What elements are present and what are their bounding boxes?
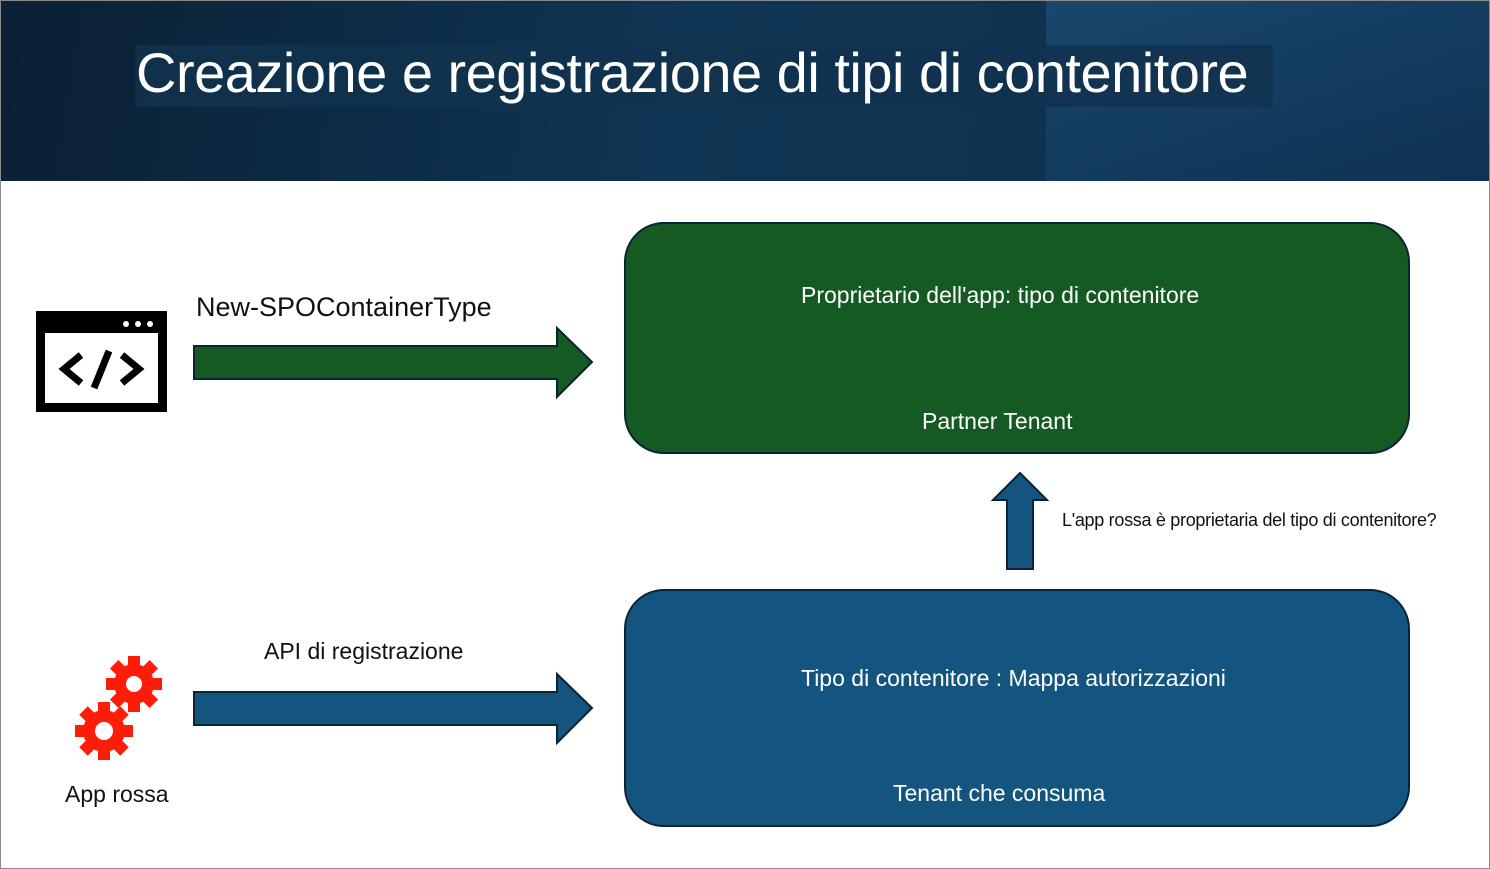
gears-icon [75, 656, 162, 760]
permission-map-box: Tipo di contenitore : Mappa autorizzazio… [624, 589, 1410, 827]
app-label: App rossa [65, 781, 169, 807]
blue-arrow-right [193, 671, 594, 746]
bottom-arrow-label: API di registrazione [264, 638, 464, 664]
green-arrow-right [193, 325, 594, 400]
page-title: Creazione e registrazione di tipi di con… [136, 41, 1249, 104]
ownership-question: L'app rossa è proprietaria del tipo di c… [1062, 510, 1437, 530]
blue-arrow-up [990, 471, 1050, 570]
app-owner-box: Proprietario dell'app: tipo di contenito… [624, 222, 1410, 454]
consuming-tenant-label: Tenant che consuma [893, 780, 1106, 806]
title-box [135, 45, 1273, 107]
title-banner [1, 1, 1489, 181]
code-window-icon [36, 311, 167, 412]
top-arrow-label: New-SPOContainerType [196, 292, 492, 322]
permission-map-title: Tipo di contenitore : Mappa autorizzazio… [801, 665, 1226, 691]
app-owner-title: Proprietario dell'app: tipo di contenito… [801, 282, 1200, 308]
partner-tenant-label: Partner Tenant [922, 408, 1073, 434]
